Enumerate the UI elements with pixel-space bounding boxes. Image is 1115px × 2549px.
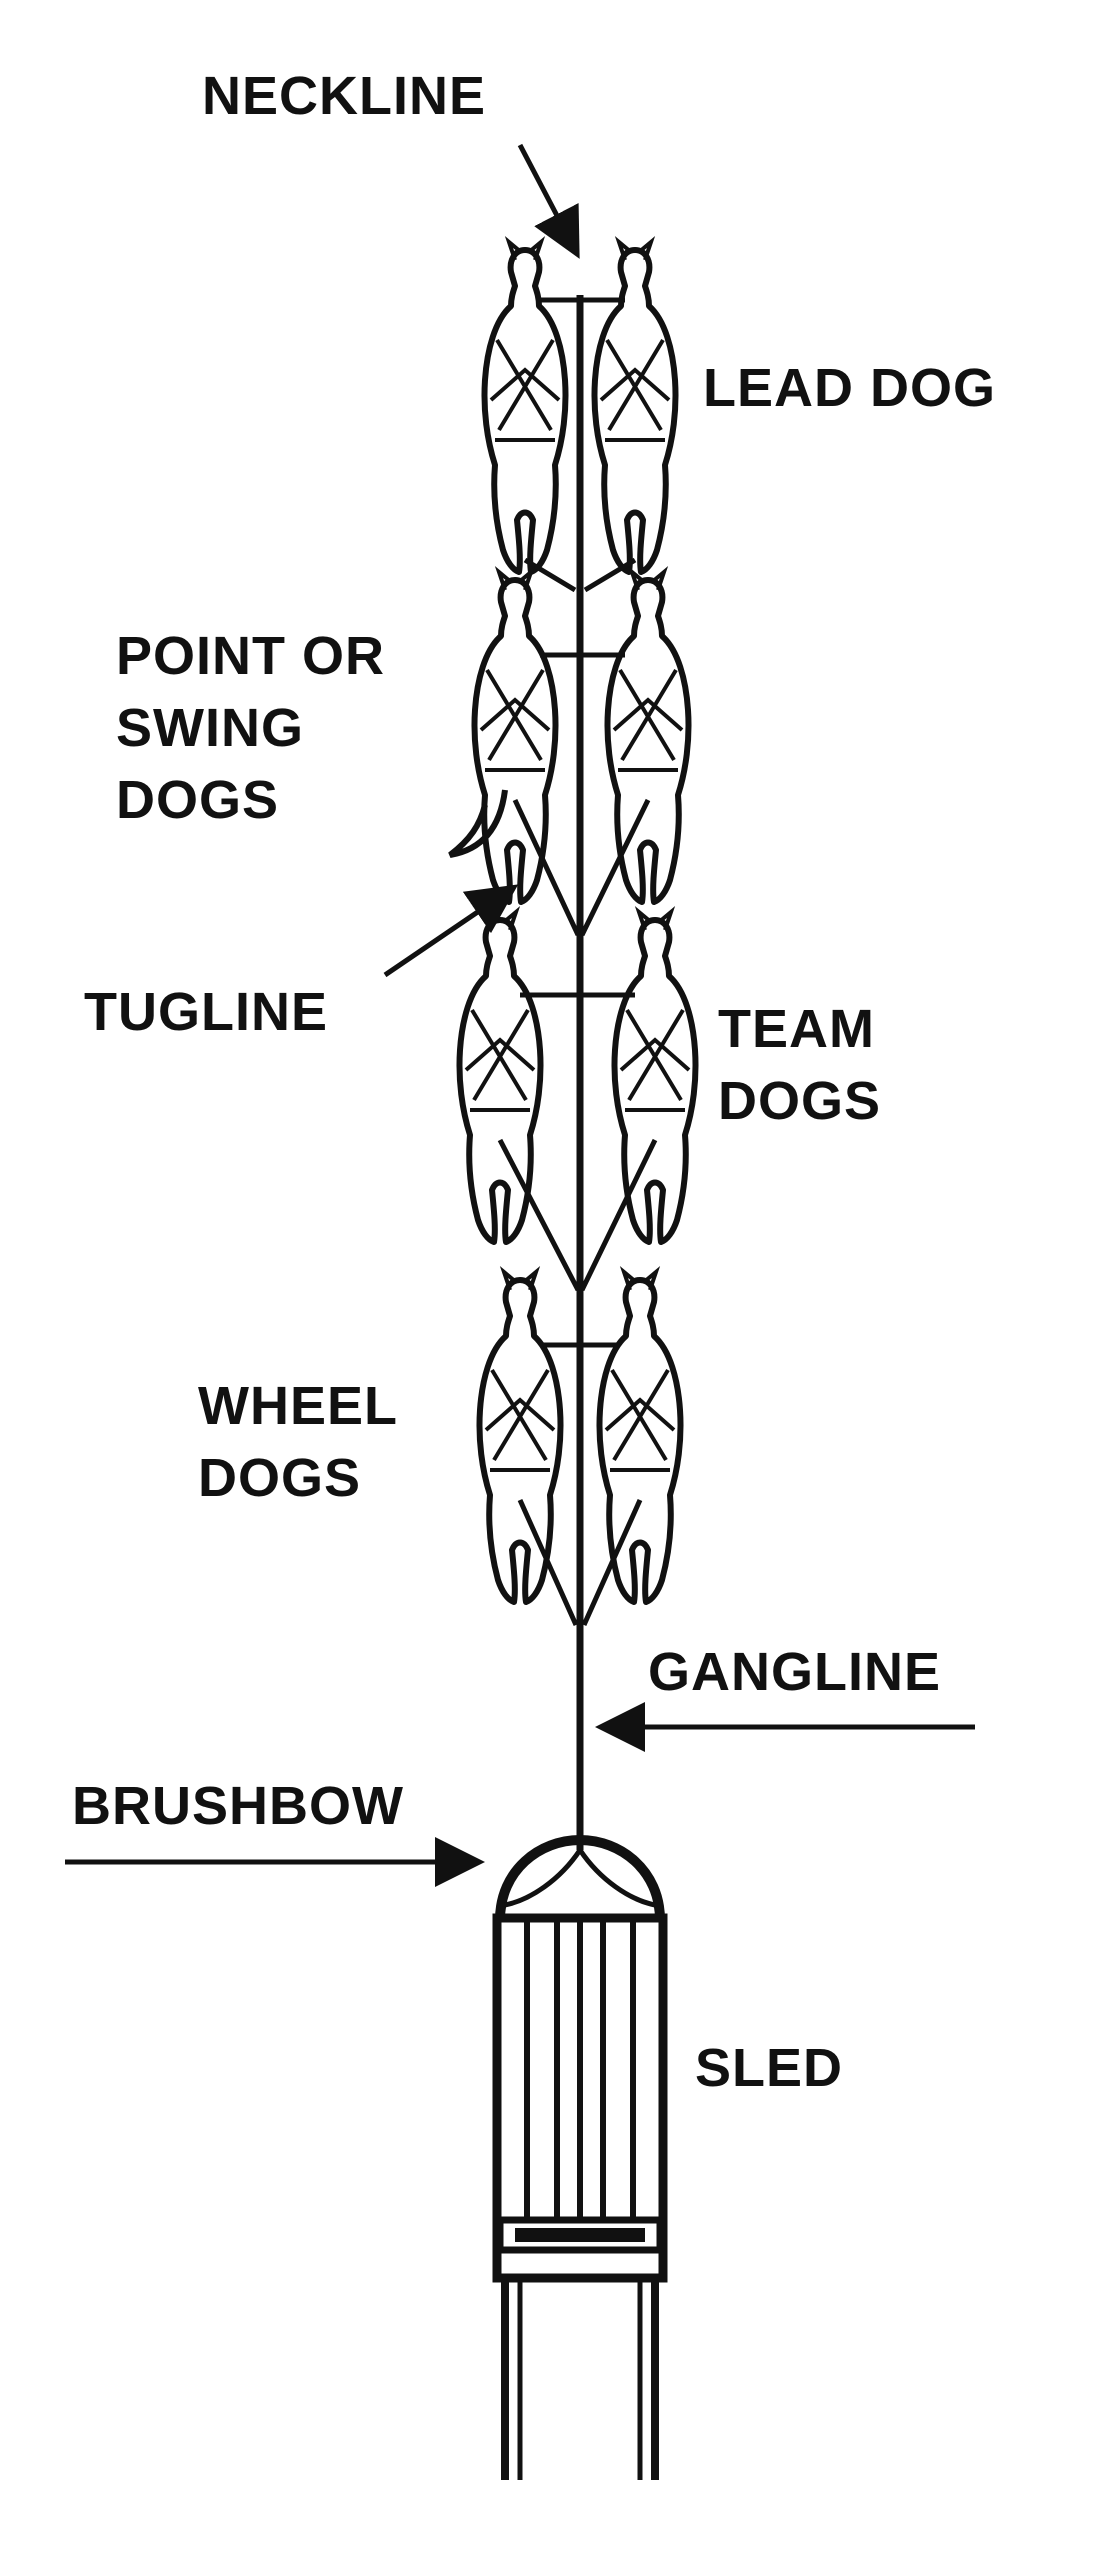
point-swing-line-2: SWING — [116, 698, 304, 758]
neckline-label: NECKLINE — [202, 66, 487, 126]
lead-dog-pair — [484, 242, 675, 593]
team-dog-pair — [459, 912, 695, 1292]
team-dogs-label: TEAM DOGS — [718, 993, 881, 1137]
tugline-label: TUGLINE — [84, 982, 328, 1042]
wheel-dogs-label: WHEEL DOGS — [198, 1370, 398, 1514]
tugline-arrow — [383, 884, 519, 978]
point-swing-line-3: DOGS — [116, 770, 280, 830]
point-swing-line-1: POINT OR — [116, 626, 386, 686]
lead-dog-label: LEAD DOG — [703, 358, 997, 418]
brushbow-label: BRUSHBOW — [72, 1776, 404, 1836]
sled — [492, 1834, 668, 2480]
wheel-dogs-line-1: WHEEL — [198, 1376, 398, 1436]
gangline-label: GANGLINE — [648, 1642, 942, 1702]
brushbow — [495, 1834, 665, 1921]
neckline-arrow — [517, 143, 580, 259]
team-dogs-line-1: TEAM — [718, 999, 875, 1059]
wheel-dog-pair — [479, 1272, 680, 1627]
sled-label: SLED — [695, 2038, 844, 2098]
swing-dog-pair — [448, 572, 689, 937]
team-dogs-line-2: DOGS — [718, 1071, 882, 1131]
point-swing-dogs-label: POINT OR SWING DOGS — [116, 620, 385, 836]
wheel-dogs-line-2: DOGS — [198, 1448, 362, 1508]
